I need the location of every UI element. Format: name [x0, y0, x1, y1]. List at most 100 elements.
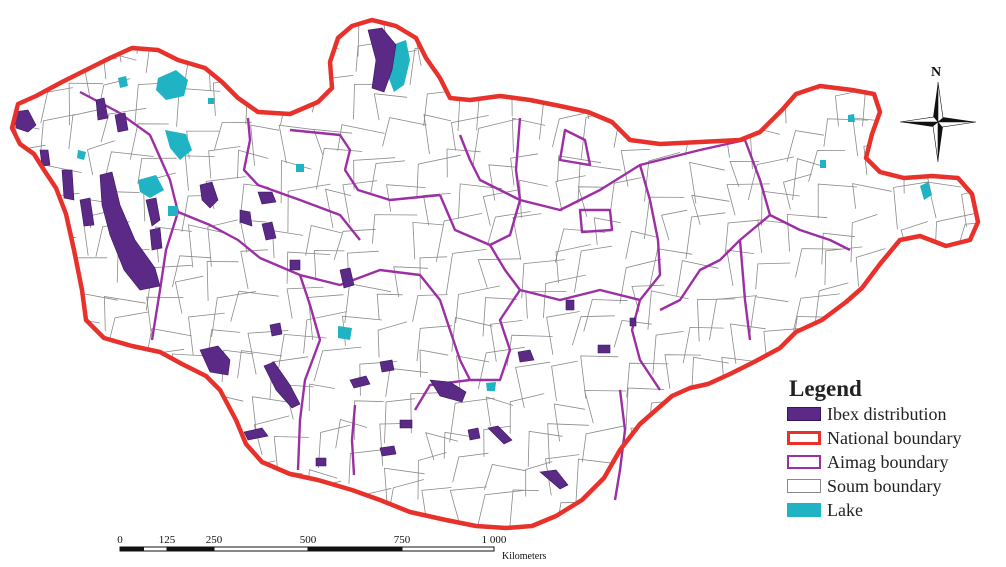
soum-boundary: [212, 17, 242, 48]
ibex-patch: [150, 228, 162, 250]
ibex-patch: [380, 360, 394, 372]
soum-boundary: [477, 490, 524, 529]
soum-boundary: [453, 453, 489, 482]
scale-unit-label: Kilometers: [502, 551, 547, 562]
soum-boundary: [725, 417, 762, 453]
soum-boundary: [9, 422, 47, 455]
soum-boundary: [383, 118, 427, 147]
soum-boundary: [309, 384, 335, 411]
ibex-patch: [146, 198, 160, 226]
soum-boundary: [13, 462, 50, 504]
aimag-boundary: [178, 212, 300, 275]
soum-boundary: [66, 318, 99, 359]
soum-boundary: [784, 174, 812, 209]
soum-boundary: [917, 300, 955, 331]
soum-boundary: [712, 463, 753, 497]
aimag-boundary: [80, 92, 178, 340]
legend-title: Legend: [789, 376, 1002, 402]
soum-boundary: [552, 361, 578, 401]
soum-boundary: [10, 294, 52, 322]
legend-item-aimag-boundary: Aimag boundary: [787, 450, 1002, 474]
soum-boundary: [420, 257, 447, 290]
soum-boundary: [251, 125, 280, 166]
soum-boundary: [106, 419, 144, 456]
soum-boundary: [823, 20, 861, 63]
lake: [208, 98, 214, 104]
soum-boundary: [450, 487, 486, 521]
soum-boundary: [690, 162, 725, 203]
soum-boundary: [214, 122, 251, 150]
soum-boundary: [372, 215, 417, 244]
soum-boundary: [503, 16, 546, 60]
soum-boundary: [184, 471, 215, 509]
soum-boundary: [49, 504, 84, 538]
legend-item-ibex: Ibex distribution: [787, 402, 1002, 426]
soum-boundary: [611, 178, 642, 210]
soum-boundary: [209, 147, 241, 179]
soum-boundary: [630, 457, 673, 488]
soum-boundary: [456, 286, 500, 323]
soum-boundary: [779, 25, 815, 67]
soum-boundary: [146, 429, 188, 459]
soum-boundary: [177, 486, 212, 526]
soum-boundary: [141, 349, 184, 395]
ibex-patch: [518, 350, 534, 362]
soum-boundary: [764, 328, 803, 371]
ibex-patch: [400, 420, 412, 428]
aimag-boundaries: [80, 92, 850, 500]
soum-boundary: [378, 322, 407, 358]
soum-boundary: [516, 45, 547, 87]
soum-boundary: [51, 296, 85, 328]
soum-boundary: [420, 350, 448, 377]
soum-boundary: [10, 531, 54, 562]
soum-boundary: [9, 17, 37, 56]
lake: [486, 382, 496, 391]
scale-bar-segments: [120, 547, 494, 551]
soum-boundary: [454, 14, 492, 54]
legend-label: National boundary: [827, 428, 961, 449]
soum-boundary: [213, 457, 245, 498]
soum-boundary: [241, 501, 273, 527]
soum-boundary: [694, 63, 728, 90]
north-arrow-label: N: [931, 65, 941, 80]
ibex-patch: [270, 323, 282, 336]
lake: [118, 76, 128, 88]
soum-boundary: [583, 91, 619, 120]
aimag-boundary-swatch: [787, 455, 821, 469]
soum-boundary: [35, 453, 69, 490]
soum-boundary: [957, 221, 1006, 251]
scale-tick-label: 0: [117, 534, 123, 546]
soum-boundary: [214, 424, 240, 473]
soum-boundary: [478, 48, 505, 90]
lake-swatch: [787, 503, 821, 517]
soum-boundary: [486, 397, 513, 426]
soum-boundary: [627, 363, 669, 397]
soum-boundary: [597, 53, 628, 91]
soum-boundary: [649, 453, 687, 488]
soum-boundary: [29, 431, 66, 459]
soum-boundary: [3, 254, 37, 299]
soum-boundary: [684, 503, 718, 530]
soum-boundary: [118, 497, 150, 533]
soum-boundary: [15, 220, 57, 261]
soum-boundary: [648, 10, 683, 38]
soum-boundary: [626, 231, 657, 259]
soum-boundary: [183, 16, 212, 45]
soum-boundary: [68, 497, 100, 532]
soum-boundary: [272, 43, 308, 82]
soum-boundary: [841, 322, 880, 365]
north-arrow: N: [896, 62, 980, 162]
ibex-patch: [115, 113, 128, 132]
soum-boundary: [724, 46, 762, 82]
ibex-patch: [468, 428, 480, 440]
soum-boundary: [424, 115, 451, 154]
soum-boundary: [817, 526, 853, 559]
soum-boundary: [239, 29, 269, 58]
legend-item-soum-boundary: Soum boundary: [787, 474, 1002, 498]
soum-boundary: [30, 320, 72, 364]
legend-label: Soum boundary: [827, 476, 942, 497]
soum-boundary: [725, 504, 762, 542]
soum-boundary: [451, 115, 488, 150]
scale-tick-label: 250: [206, 534, 223, 546]
soum-boundary: [638, 82, 677, 107]
